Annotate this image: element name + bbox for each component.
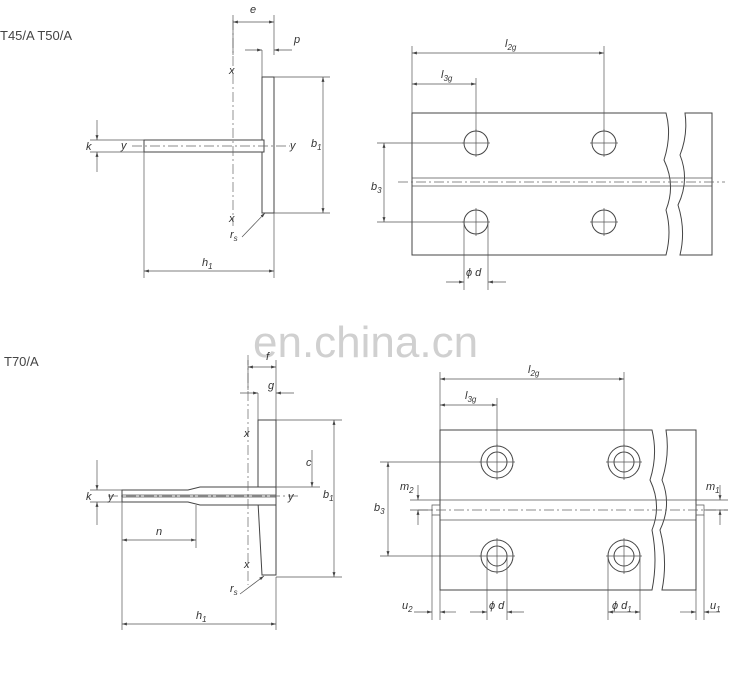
label-l3g: l3g [465,390,477,404]
title-t70: T70/A [4,354,39,369]
label-x-top: x [243,428,250,440]
label-d: ϕ d [466,267,482,279]
label-y-left: y [120,140,128,152]
label-rs: rs [230,583,238,597]
label-h1: h1 [196,610,207,624]
label-e: e [250,4,256,16]
label-m2: m2 [400,481,414,495]
label-y-right: y [289,140,297,152]
label-y-left: y [107,491,115,503]
label-b3: b3 [371,181,382,195]
bottom-fishplate-view: l2g l3g b3 m2 m1 u2 ϕ d ϕ d1 u1 [374,364,728,620]
label-m1: m1 [706,481,720,495]
top-fishplate-view: l2g l3g b3 ϕ d [371,38,725,290]
title-t45-t50: T45/A T50/A [0,28,72,43]
top-profile-view: e p x x y y k b1 rs h1 [86,4,330,278]
label-k: k [86,141,92,153]
bottom-profile-view: f g x x y y c k b1 n rs h1 [86,351,342,630]
label-b3: b3 [374,502,385,516]
label-u1: u1 [710,600,721,614]
label-x-bottom: x [228,213,235,225]
label-l2g: l2g [505,38,517,52]
label-y-right: y [287,491,295,503]
label-k: k [86,491,92,503]
label-u2: u2 [402,600,413,614]
label-c: c [306,457,312,469]
label-b1: b1 [323,489,334,503]
top-fishplate-end [677,112,713,256]
top-fishplate-body [411,112,671,256]
watermark: en.china.cn [253,318,478,367]
label-l2g: l2g [528,364,540,378]
label-x-top: x [228,65,235,77]
label-d: ϕ d [489,600,505,612]
label-d1: ϕ d1 [612,600,632,614]
label-f: f [266,351,270,363]
label-n: n [156,526,162,538]
bottom-profile-web-upper [257,419,277,491]
label-h1: h1 [202,257,213,271]
bottom-profile-web-lower [257,501,277,576]
label-b1: b1 [311,138,322,152]
label-x-bottom: x [243,559,250,571]
label-rs: rs [230,229,238,243]
label-g: g [268,380,275,392]
label-p: p [293,34,300,46]
label-l3g: l3g [441,69,453,83]
